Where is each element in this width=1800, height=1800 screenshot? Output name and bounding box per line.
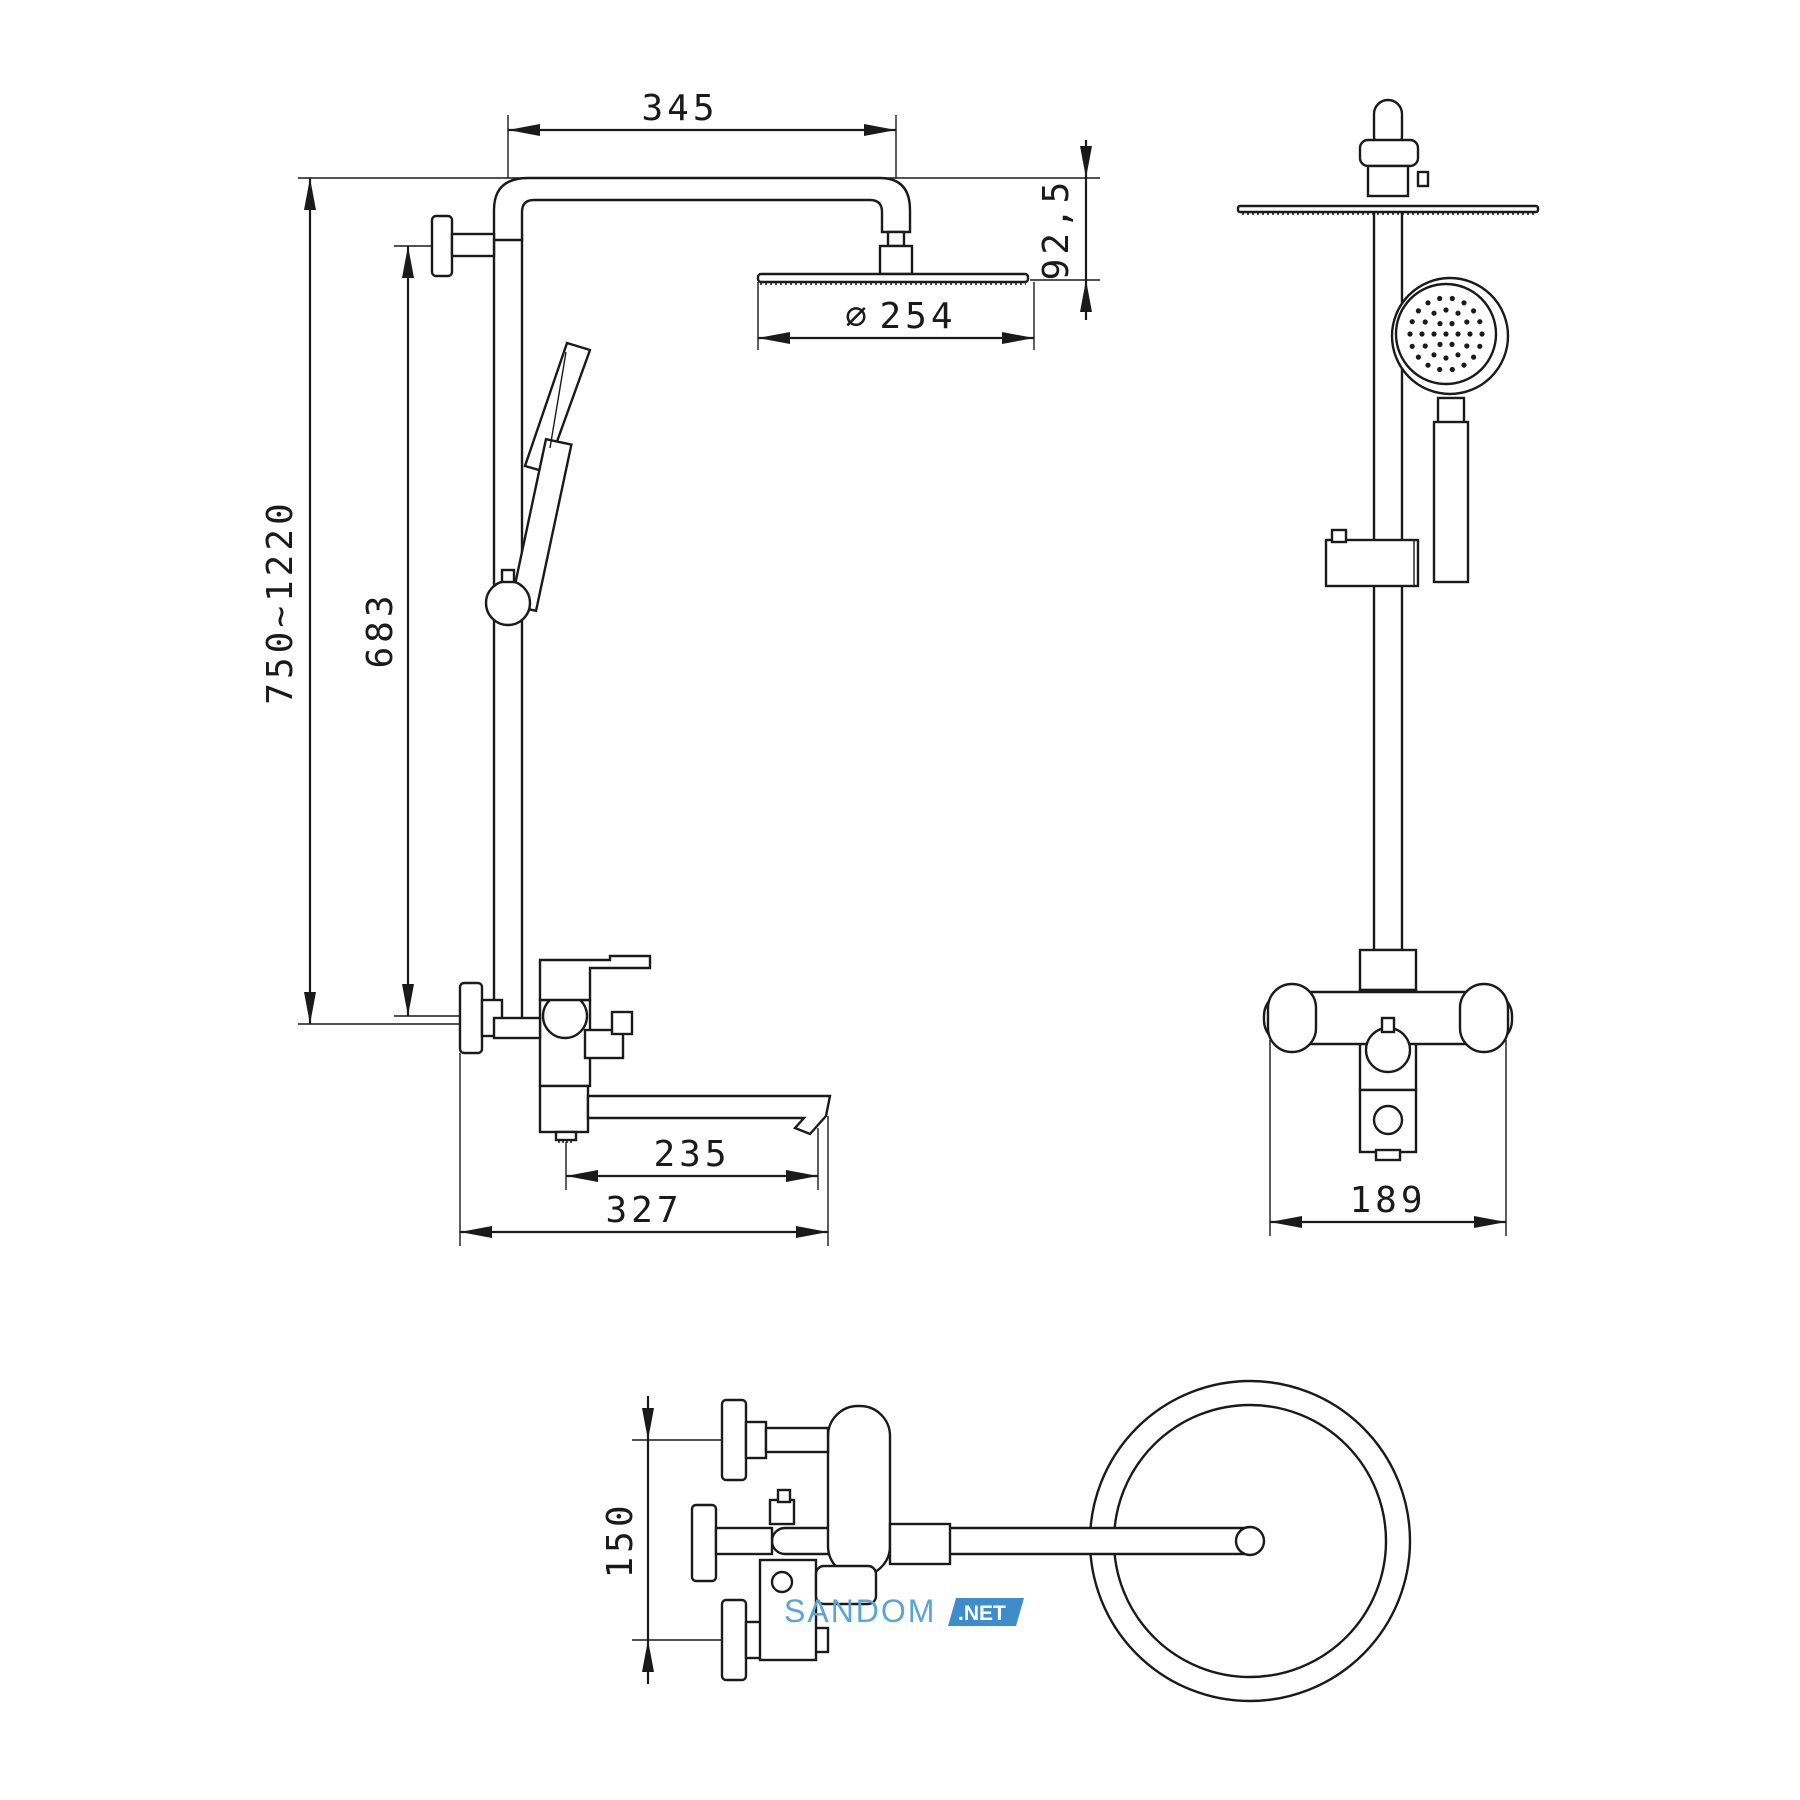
nozzle-dot bbox=[1431, 310, 1437, 316]
hand-shower-nozzles bbox=[1407, 295, 1485, 373]
nozzle-dot bbox=[1449, 366, 1455, 373]
front-view bbox=[1236, 98, 1540, 1162]
nozzle-dot bbox=[1443, 307, 1449, 313]
nozzle-dot bbox=[1415, 354, 1421, 360]
side-dimensions: 345 92,5 ⌀ 254 750~1220 683 bbox=[260, 88, 1100, 1246]
nozzle-dot bbox=[1409, 343, 1415, 349]
dim-diameter-symbol: ⌀ bbox=[845, 296, 871, 337]
dim-front-width: 189 bbox=[1349, 1180, 1426, 1221]
dim-head-drop: 92,5 bbox=[1036, 178, 1077, 281]
nozzle-dot bbox=[1409, 319, 1415, 325]
nozzle-dot bbox=[1461, 300, 1467, 306]
nozzle-dot bbox=[1437, 321, 1443, 327]
nozzle-dot bbox=[1407, 331, 1413, 337]
watermark-suffix: .NET bbox=[958, 1602, 1006, 1625]
nozzle-dot bbox=[1471, 308, 1477, 314]
nozzle-dot bbox=[1455, 331, 1461, 337]
side-view bbox=[430, 176, 1030, 1143]
nozzle-dot bbox=[1415, 308, 1421, 314]
nozzle-dot bbox=[1431, 352, 1437, 358]
nozzle-dot bbox=[1437, 341, 1443, 347]
nozzle-dot bbox=[1437, 366, 1443, 373]
nozzle-dot bbox=[1422, 319, 1428, 325]
watermark-brand: SANDOM bbox=[784, 1593, 936, 1629]
dim-total-height: 750~1220 bbox=[260, 499, 301, 704]
watermark-badge bbox=[948, 1598, 1024, 1626]
dim-arm-length: 345 bbox=[641, 88, 718, 129]
dim-plan-spacing: 150 bbox=[600, 1501, 641, 1578]
plan-view bbox=[690, 1379, 1412, 1703]
nozzle-dot bbox=[1455, 352, 1461, 358]
dim-overall-depth: 327 bbox=[605, 1190, 682, 1231]
nozzle-dot bbox=[1449, 321, 1455, 327]
nozzle-dot bbox=[1471, 354, 1477, 360]
nozzle-dot bbox=[1425, 362, 1431, 368]
nozzle-dot bbox=[1437, 295, 1443, 302]
watermark-logo: SANDOM .NET bbox=[784, 1593, 1024, 1629]
front-dimensions: 189 bbox=[1269, 1040, 1507, 1236]
nozzle-dot bbox=[1443, 355, 1449, 361]
nozzle-dot bbox=[1477, 319, 1483, 325]
nozzle-dot bbox=[1477, 343, 1483, 349]
nozzle-dot bbox=[1461, 362, 1467, 368]
plan-dimensions: 150 bbox=[600, 1396, 722, 1684]
nozzle-dot bbox=[1455, 310, 1461, 316]
nozzle-dot bbox=[1422, 343, 1428, 349]
nozzle-dot bbox=[1467, 331, 1473, 337]
nozzle-dot bbox=[1464, 319, 1470, 325]
nozzle-dot bbox=[1449, 341, 1455, 347]
nozzle-dot bbox=[1479, 331, 1485, 337]
nozzle-dot bbox=[1464, 343, 1470, 349]
nozzle-dot bbox=[1431, 331, 1437, 337]
nozzle-dot bbox=[1425, 300, 1431, 306]
nozzle-dot bbox=[1419, 331, 1425, 337]
dim-head-diameter: 254 bbox=[879, 296, 956, 337]
dim-mixer-to-bracket: 683 bbox=[360, 591, 401, 668]
dim-spout-reach: 235 bbox=[653, 1134, 730, 1175]
nozzle-dot bbox=[1443, 331, 1449, 337]
nozzle-dot bbox=[1449, 295, 1455, 302]
